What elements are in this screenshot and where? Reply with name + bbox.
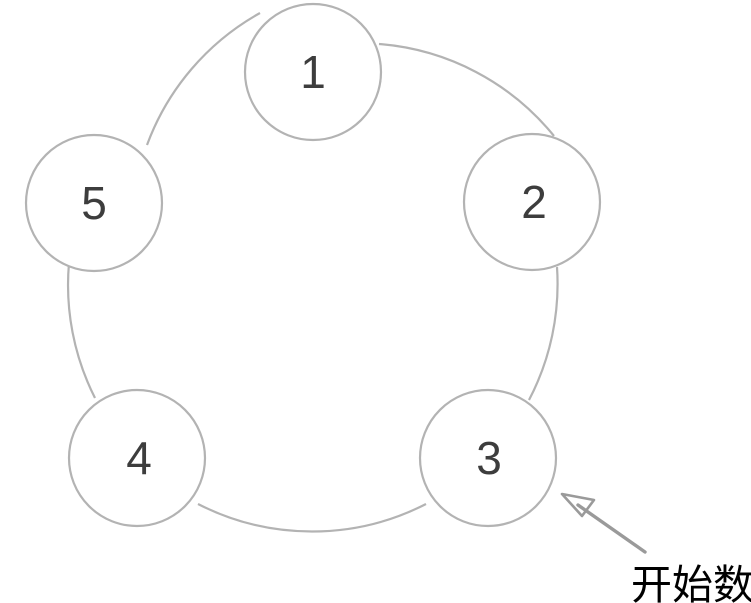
node-5-circle[interactable] <box>24 133 164 273</box>
start-annotation-arrow <box>560 492 647 554</box>
node-4[interactable]: 4 <box>67 388 207 528</box>
annotation-arrow-head-icon <box>560 492 596 518</box>
node-1[interactable]: 1 <box>243 2 383 142</box>
node-5[interactable]: 5 <box>24 133 164 273</box>
edge-2-to-3 <box>528 266 559 401</box>
node-2-circle[interactable] <box>462 132 602 272</box>
node-2-label: 2 <box>521 176 547 228</box>
edge-4-to-5 <box>66 262 96 399</box>
edge-3-to-4 <box>197 503 427 533</box>
edge-group <box>66 12 559 533</box>
node-2[interactable]: 2 <box>462 132 602 272</box>
node-3[interactable]: 3 <box>418 388 558 528</box>
node-1-circle[interactable] <box>243 2 383 142</box>
node-5-label: 5 <box>81 177 107 229</box>
start-node-annotation-label: 开始数 <box>631 562 751 603</box>
node-3-label: 3 <box>476 432 502 484</box>
annotation-arrow-shaft <box>576 503 647 554</box>
node-1-label: 1 <box>300 46 326 98</box>
edge-1-to-2 <box>378 42 555 137</box>
node-4-circle[interactable] <box>67 388 207 528</box>
edge-5-to-1 <box>145 12 261 146</box>
node-4-label: 4 <box>126 432 152 484</box>
node-3-circle[interactable] <box>418 388 558 528</box>
